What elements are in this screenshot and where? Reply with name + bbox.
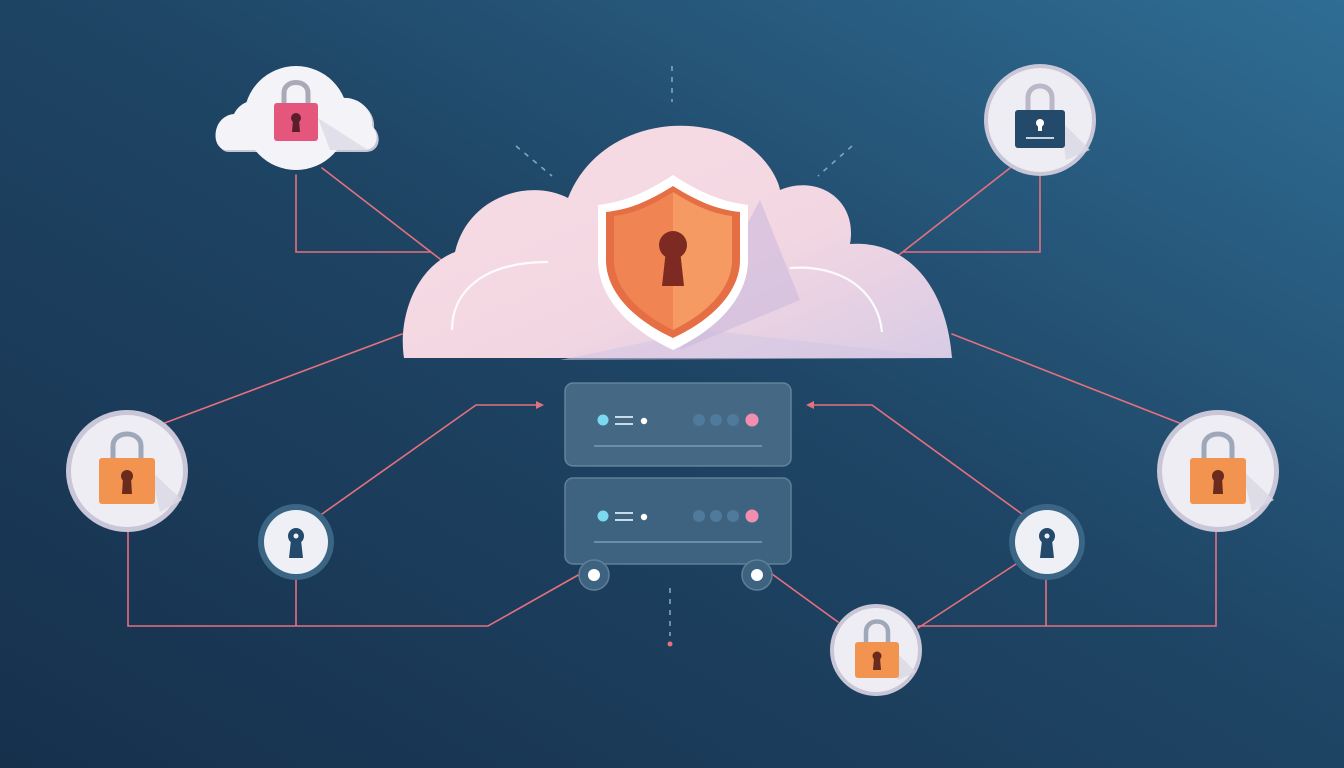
connector-top-left — [295, 167, 463, 277]
cloud-highlight-left — [450, 260, 549, 331]
server-icon — [564, 382, 792, 591]
connector-right-keyhole — [809, 404, 1023, 515]
node-left-lock — [66, 410, 188, 532]
padlock-icon — [1190, 431, 1246, 504]
connector-bottom-left-bus — [127, 529, 581, 627]
padlock-icon — [99, 431, 155, 504]
node-top-right-lock — [984, 64, 1096, 176]
keyhole-icon — [1039, 528, 1055, 558]
connector-lines — [127, 167, 1217, 629]
node-bottom-lock — [830, 604, 922, 696]
cloud-highlight-right — [789, 266, 884, 333]
signal-dashes — [515, 66, 853, 636]
server-unit-2 — [564, 477, 792, 565]
connector-right-lock — [951, 333, 1183, 425]
connector-arrows — [536, 401, 814, 647]
node-top-left-cloud-lock — [215, 66, 379, 170]
arrow-left-icon — [806, 401, 814, 409]
shield-keyhole-icon — [598, 175, 800, 350]
node-right-keyhole — [1009, 504, 1085, 580]
node-right-lock — [1157, 410, 1279, 532]
connector-left-lock — [161, 333, 403, 425]
bottom-dot — [667, 641, 673, 647]
padlock-icon — [855, 619, 899, 678]
node-left-keyhole — [258, 504, 334, 580]
padlock-icon — [1015, 83, 1065, 148]
connector-bottom-right-bus — [771, 529, 1217, 629]
connector-left-keyhole — [321, 404, 541, 515]
arrow-right-icon — [536, 401, 544, 409]
keyhole-icon — [288, 528, 304, 558]
padlock-icon — [274, 80, 318, 141]
